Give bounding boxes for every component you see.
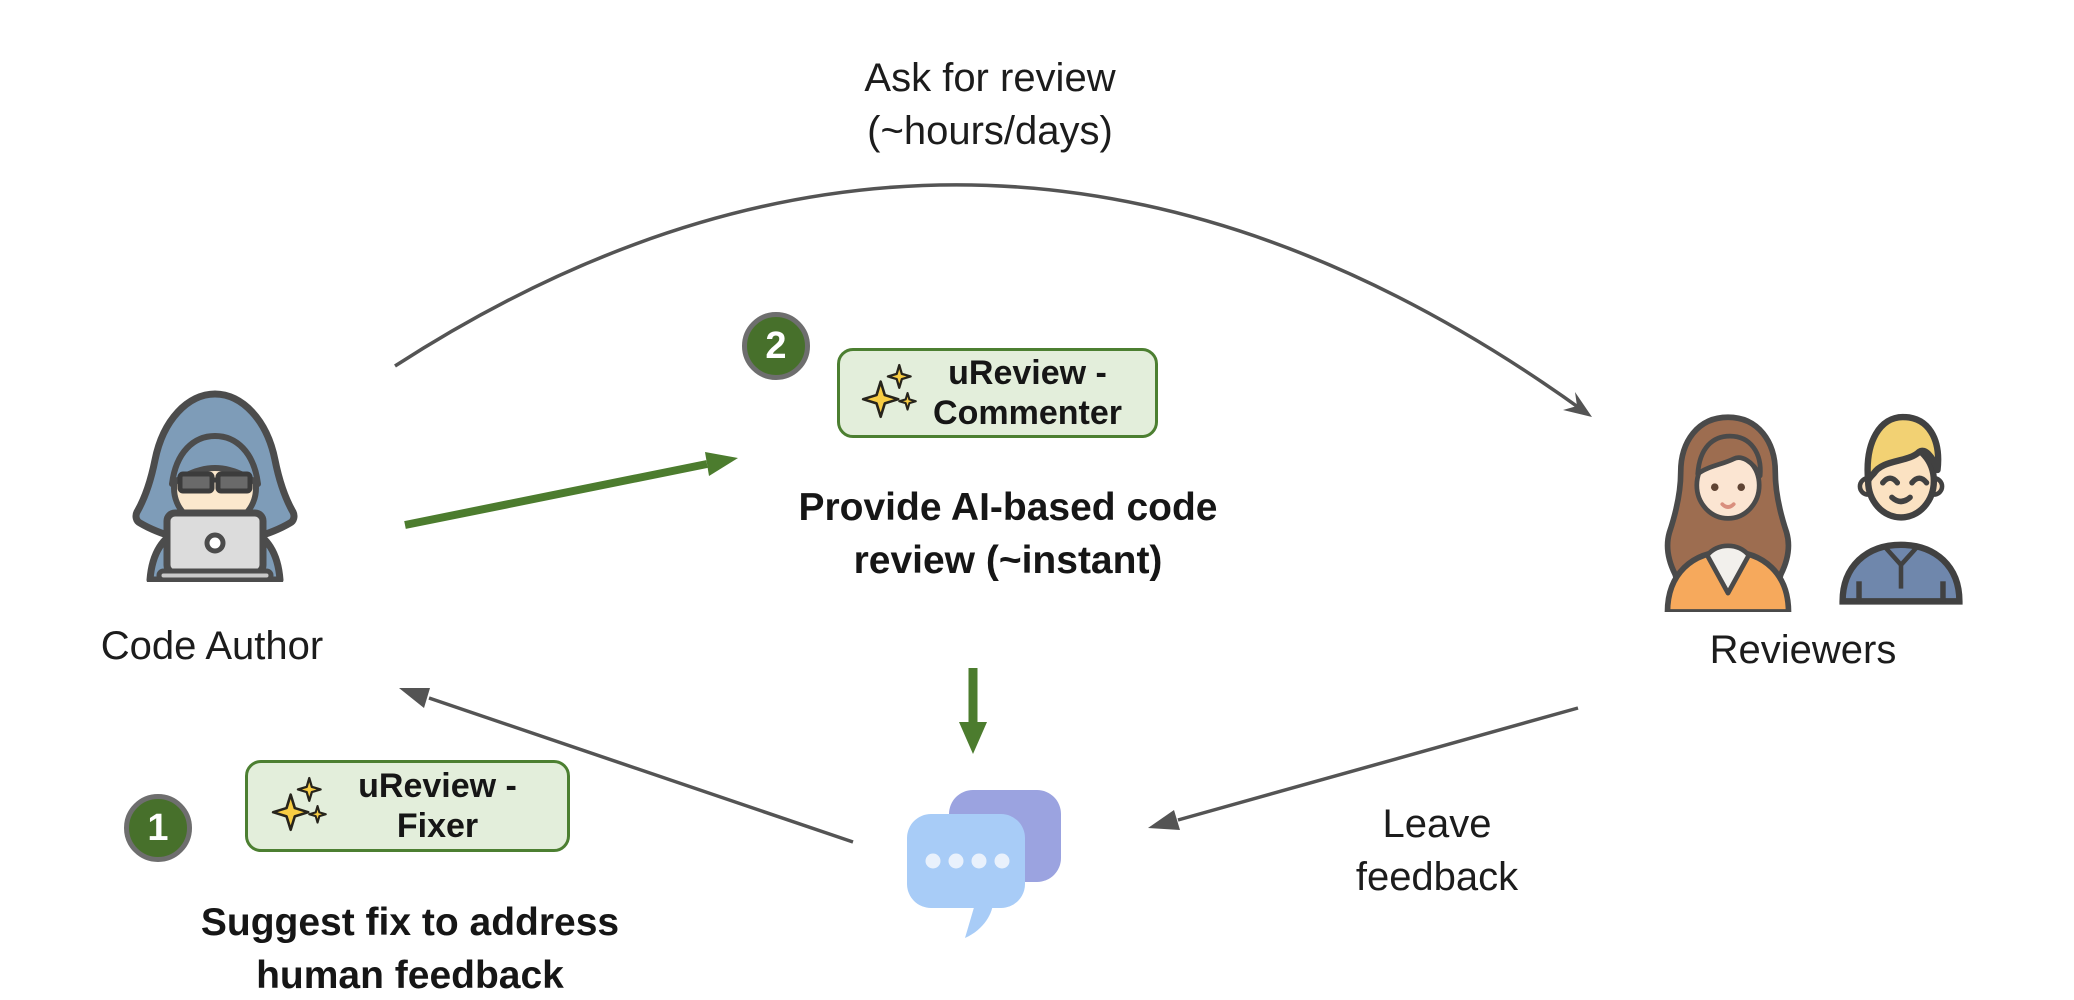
ask-for-review-label: Ask for review (~hours/days) — [864, 56, 1116, 153]
author-to-commenter-arrow — [404, 452, 738, 529]
leave-feedback-label: Leave feedback — [1355, 802, 1519, 899]
sparkles-icon — [861, 363, 917, 419]
sparkles-icon — [271, 776, 327, 832]
step-2-circle: 2 — [742, 312, 810, 380]
reviewers-label: Reviewers — [1709, 628, 1897, 672]
hooded-developer-icon — [132, 390, 298, 582]
man-avatar-icon — [1839, 413, 1963, 605]
commenter-to-chat-arrow — [959, 668, 987, 754]
step-1-circle: 1 — [124, 794, 192, 862]
woman-avatar-icon — [1664, 414, 1792, 612]
ureview-commenter-badge: uReview - Commenter — [837, 348, 1158, 438]
laptop-icon — [156, 509, 274, 582]
ureview-fixer-badge: uReview - Fixer — [245, 760, 570, 852]
chat-bubbles-icon — [907, 790, 1061, 938]
sunglasses-icon — [177, 471, 253, 494]
ureview-commenter-label: uReview - Commenter — [933, 354, 1122, 432]
code-author-label: Code Author — [100, 624, 324, 668]
commenter-description: Provide AI-based code review (~instant) — [798, 486, 1218, 582]
ureview-fixer-label: uReview - Fixer — [358, 767, 517, 845]
fixer-description: Suggest fix to address human feedback — [200, 901, 620, 997]
